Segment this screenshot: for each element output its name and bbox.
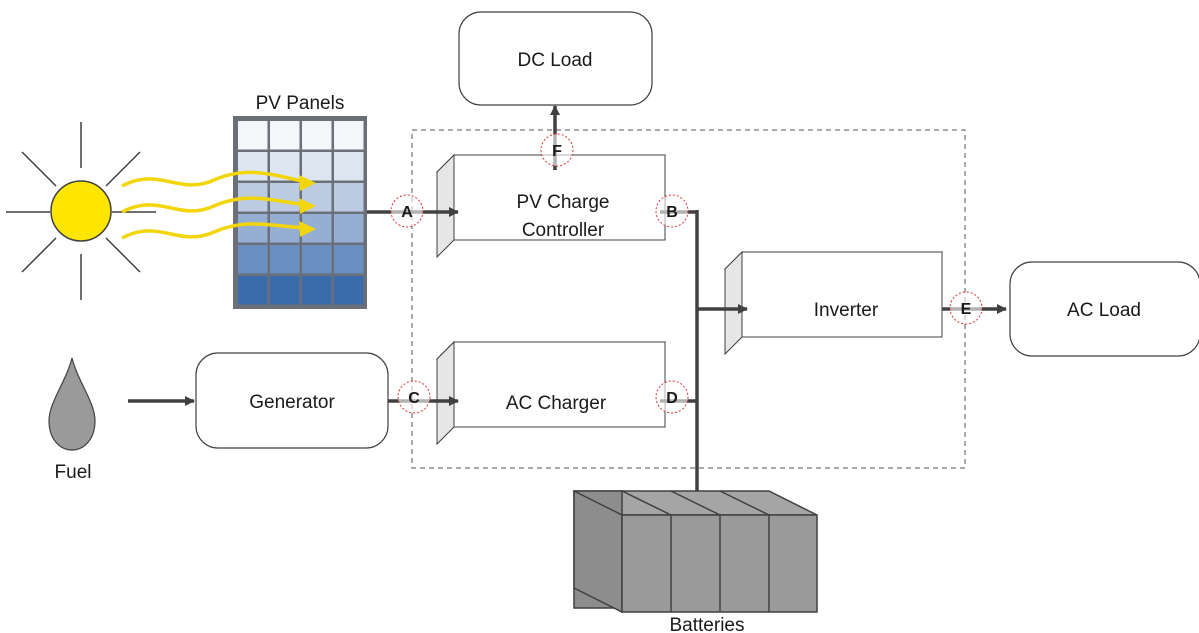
pv-charge-label-line1: PV Charge [517, 192, 610, 213]
generator-label: Generator [249, 392, 335, 413]
pv-cell [334, 121, 364, 150]
pv-cell [334, 183, 364, 212]
marker-a: A [390, 194, 424, 228]
pv-panels-label: PV Panels [256, 93, 345, 114]
pv-cells [238, 121, 364, 305]
pv-cell [238, 214, 268, 243]
pv-cell [238, 276, 268, 305]
ac-charger: AC Charger [435, 340, 667, 446]
marker-c: C [397, 380, 431, 414]
inverter-label: Inverter [814, 300, 879, 321]
svg-text:E: E [961, 301, 972, 318]
pv-cell [302, 121, 332, 150]
pv-cell [302, 152, 332, 181]
pv-cell [238, 121, 268, 150]
pv-cell [334, 245, 364, 274]
ac-charger-label: AC Charger [506, 393, 607, 414]
pv-cell [302, 245, 332, 274]
battery-bank-icon [573, 489, 818, 614]
dc-load-label: DC Load [518, 50, 593, 71]
pv-cell [270, 276, 300, 305]
svg-text:D: D [666, 390, 678, 407]
marker-d: D [655, 380, 689, 414]
pv-cell [270, 245, 300, 274]
pv-charge-controller: PV Charge Controller [435, 153, 667, 259]
pv-cell [238, 152, 268, 181]
svg-text:F: F [552, 143, 562, 160]
pv-cell [238, 245, 268, 274]
fuel-label: Fuel [55, 462, 92, 483]
marker-f: F [540, 133, 574, 167]
dc-load-node: DC Load [458, 11, 653, 106]
svg-text:B: B [666, 204, 678, 221]
svg-text:A: A [401, 204, 413, 221]
pv-cell [302, 276, 332, 305]
sun-rays [121, 170, 316, 240]
batteries-label: Batteries [670, 615, 745, 633]
svg-text:C: C [408, 390, 420, 407]
ac-load-node: AC Load [1009, 261, 1199, 357]
pv-charge-label-line2: Controller [522, 220, 605, 241]
sun-icon [6, 122, 156, 300]
pv-cell [270, 183, 300, 212]
fuel-drop-icon [48, 357, 96, 451]
pv-cell [270, 121, 300, 150]
marker-e: E [949, 291, 983, 325]
pv-cell [334, 214, 364, 243]
pv-cell [334, 152, 364, 181]
inverter: Inverter [723, 250, 944, 356]
marker-b: B [655, 194, 689, 228]
ac-load-label: AC Load [1067, 300, 1141, 321]
pv-cell [334, 276, 364, 305]
generator-node: Generator [195, 352, 389, 449]
